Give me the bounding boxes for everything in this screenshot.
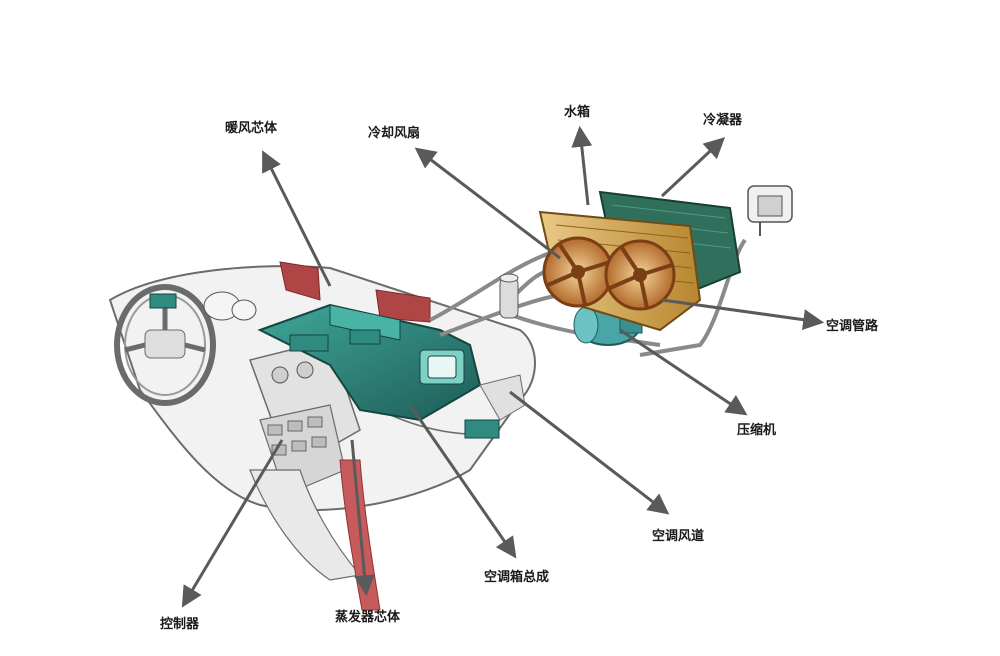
label-evaporator-core: 蒸发器芯体	[335, 610, 401, 625]
label-heater-core: 暖风芯体	[225, 121, 278, 136]
label-ac-duct: 空调风道	[652, 529, 705, 544]
arrow-ac-pipes	[661, 298, 825, 331]
arrow-condenser	[660, 137, 726, 198]
label-hvac-box: 空调箱总成	[484, 570, 550, 585]
arrow-compressor	[619, 328, 748, 416]
label-condenser: 冷凝器	[703, 113, 743, 128]
label-radiator: 水箱	[564, 105, 591, 120]
arrow-hvac-box	[408, 404, 517, 559]
arrow-evaporator-core	[350, 439, 375, 597]
arrow-heater-core	[262, 150, 332, 287]
label-compressor: 压缩机	[737, 423, 777, 438]
arrow-ac-duct	[509, 390, 670, 515]
label-cooling-fan: 冷却风扇	[368, 126, 421, 141]
expansion-tank	[747, 185, 793, 236]
callout-arrows	[181, 125, 825, 608]
cooling-fans	[542, 236, 676, 311]
label-ac-pipes: 空调管路	[826, 319, 879, 334]
arrow-radiator	[571, 125, 593, 206]
arrow-controller	[181, 439, 284, 608]
arrow-cooling-fan	[414, 147, 561, 260]
receiver-dryer	[499, 273, 519, 319]
hvac-box	[149, 293, 526, 439]
label-controller: 控制器	[160, 617, 200, 632]
